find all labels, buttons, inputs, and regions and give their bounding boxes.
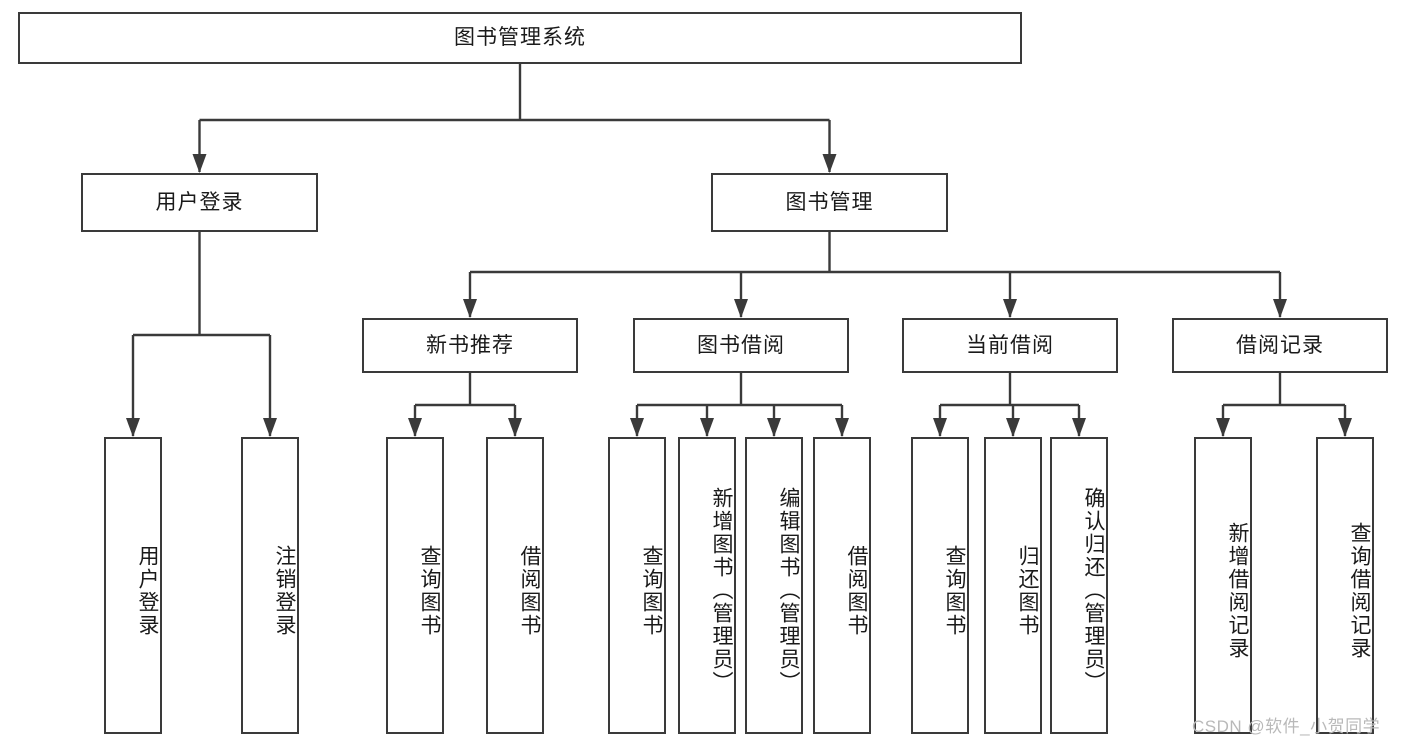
arrow-icon-leaf-query-record (1338, 418, 1352, 437)
node-label: 查询借阅记录 (1348, 521, 1371, 660)
arrow-icon-leaf-query-book-rec (408, 418, 422, 437)
node-label: 用户登录 (136, 544, 159, 637)
arrow-icon-leaf-confirm-return (1072, 418, 1086, 437)
node-label: 新增图书（管理员） (710, 487, 733, 694)
node-borrow-record[interactable]: 借阅记录 (1172, 318, 1388, 373)
node-label: 注销登录 (273, 544, 296, 637)
node-leaf-add-record[interactable]: 新增借阅记录 (1194, 437, 1252, 734)
arrow-icon-leaf-query-book-cur (933, 418, 947, 437)
node-label: 新增借阅记录 (1226, 521, 1249, 660)
node-book-borrow[interactable]: 图书借阅 (633, 318, 849, 373)
node-leaf-return-book[interactable]: 归还图书 (984, 437, 1042, 734)
node-label: 借阅图书 (845, 544, 868, 637)
arrow-icon-leaf-add-record (1216, 418, 1230, 437)
node-book-manage[interactable]: 图书管理 (711, 173, 948, 232)
arrow-icon-leaf-add-book (700, 418, 714, 437)
node-label: 新书推荐 (426, 333, 514, 357)
node-leaf-confirm-return[interactable]: 确认归还（管理员） (1050, 437, 1108, 734)
arrow-icon-borrow-record (1273, 299, 1287, 318)
node-label: 用户登录 (155, 190, 244, 214)
arrow-icon-current-borrow (1003, 299, 1017, 318)
node-label: 当前借阅 (966, 333, 1054, 357)
arrow-icon-leaf-return-book (1006, 418, 1020, 437)
node-leaf-borrow-book-rec[interactable]: 借阅图书 (486, 437, 544, 734)
arrow-icon-new-book-rec (463, 299, 477, 318)
node-leaf-query-book-rec[interactable]: 查询图书 (386, 437, 444, 734)
node-user-login[interactable]: 用户登录 (81, 173, 318, 232)
arrow-icon-user-login (192, 154, 207, 173)
node-label: 确认归还（管理员） (1082, 487, 1105, 694)
node-leaf-edit-book[interactable]: 编辑图书（管理员） (745, 437, 803, 734)
node-label: 图书管理系统 (454, 26, 586, 50)
arrow-icon-book-borrow (734, 299, 748, 318)
node-leaf-query-book-cur[interactable]: 查询图书 (911, 437, 969, 734)
node-label: 借阅图书 (518, 544, 541, 637)
arrow-icon-leaf-logout (263, 418, 277, 437)
node-label: 查询图书 (418, 544, 441, 637)
node-leaf-query-record[interactable]: 查询借阅记录 (1316, 437, 1374, 734)
node-label: 图书管理 (785, 190, 874, 214)
node-leaf-query-book[interactable]: 查询图书 (608, 437, 666, 734)
node-label: 图书借阅 (697, 333, 785, 357)
node-label: 编辑图书（管理员） (777, 487, 800, 694)
node-leaf-add-book[interactable]: 新增图书（管理员） (678, 437, 736, 734)
arrow-icon-leaf-edit-book (767, 418, 781, 437)
node-leaf-borrow-book[interactable]: 借阅图书 (813, 437, 871, 734)
node-leaf-user-login[interactable]: 用户登录 (104, 437, 162, 734)
arrow-icon-leaf-query-book (630, 418, 644, 437)
arrow-icon-book-manage (822, 154, 837, 173)
node-leaf-logout[interactable]: 注销登录 (241, 437, 299, 734)
node-label: 查询图书 (640, 544, 663, 637)
arrow-icon-leaf-borrow-book (835, 418, 849, 437)
node-label: 查询图书 (943, 544, 966, 637)
node-label: 归还图书 (1016, 544, 1039, 637)
node-label: 借阅记录 (1236, 333, 1324, 357)
arrow-icon-leaf-borrow-book-rec (508, 418, 522, 437)
node-root[interactable]: 图书管理系统 (18, 12, 1022, 64)
watermark-text: CSDN @软件_小贺同学 (1192, 717, 1381, 736)
node-current-borrow[interactable]: 当前借阅 (902, 318, 1118, 373)
arrow-icon-leaf-user-login (126, 418, 140, 437)
node-new-book-rec[interactable]: 新书推荐 (362, 318, 578, 373)
